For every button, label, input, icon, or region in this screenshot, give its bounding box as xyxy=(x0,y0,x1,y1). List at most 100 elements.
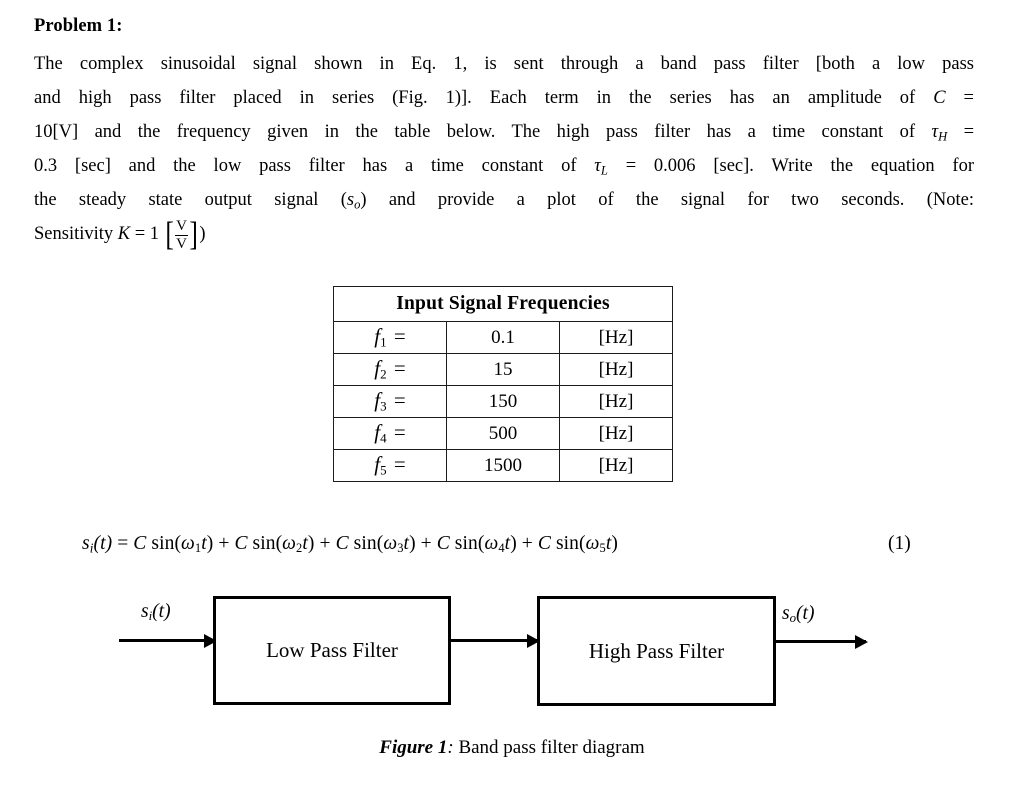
output-arrow-icon xyxy=(775,640,866,643)
problem-line-4: 0.3 [sec] and the low pass filter has a … xyxy=(34,156,974,178)
eq-term-time-var: t xyxy=(504,533,511,554)
frequency-symbol-cell: f3 = xyxy=(333,385,447,418)
eq-term-function: sin( xyxy=(449,533,485,554)
table-title: Input Signal Frequencies xyxy=(333,286,673,322)
frequency-unit-cell: [Hz] xyxy=(559,353,673,386)
table-row: f5 = 1500[Hz] xyxy=(333,449,673,482)
input-label-subscript: i xyxy=(148,609,153,624)
high-pass-filter-block: High Pass Filter xyxy=(537,596,776,706)
frequency-symbol: f3 = xyxy=(374,388,406,414)
input-signal-frequencies-table: Input Signal Frequencies f1 =0.1[Hz]f2 =… xyxy=(333,286,673,482)
frequency-value-cell: 1500 xyxy=(446,449,560,482)
frequency-unit-cell: [Hz] xyxy=(559,385,673,418)
frequency-index: 1 xyxy=(380,334,387,350)
frequency-symbol: f5 = xyxy=(374,452,406,478)
eq-lhs-subscript: i xyxy=(89,540,94,556)
figure-number-label: Figure 1 xyxy=(379,737,448,758)
equation-number: (1) xyxy=(888,533,911,554)
eq-lhs-arg: (t) xyxy=(93,533,113,554)
frequency-value-cell: 0.1 xyxy=(446,321,560,354)
fraction-numerator: V xyxy=(176,217,187,234)
eq-term-amplitude: C xyxy=(537,533,551,554)
eq-term-omega-subscript: 1 xyxy=(194,541,202,556)
fraction-denominator: V xyxy=(176,236,187,253)
frequency-index: 2 xyxy=(380,366,387,382)
band-pass-filter-diagram: si(t) Low Pass Filter High Pass Filter s… xyxy=(0,575,1024,720)
eq-plus-sign: + xyxy=(516,533,538,554)
table-row: f2 = 15[Hz] xyxy=(333,353,673,386)
symbol-tau-low: τL xyxy=(594,156,608,178)
frequency-index: 5 xyxy=(380,462,387,478)
eq-term-2: C sin(ω2t) xyxy=(234,533,314,556)
high-pass-filter-label: High Pass Filter xyxy=(588,638,725,663)
equals-sign: = xyxy=(388,420,406,445)
eq-term-omega: ω4 xyxy=(484,533,505,556)
eq-plus-sign: + xyxy=(415,533,437,554)
figure-caption-separator: : xyxy=(447,737,454,758)
table-body: f1 =0.1[Hz]f2 =15[Hz]f3 =150[Hz]f4 =500[… xyxy=(333,321,673,482)
eq-term-close-paren: ) xyxy=(611,533,618,554)
table-row: f4 =500[Hz] xyxy=(333,417,673,450)
eq-term-time-var: t xyxy=(605,533,612,554)
eq-term-amplitude: C xyxy=(234,533,248,554)
symbol-C: C xyxy=(933,88,946,108)
tau-high-subscript: H xyxy=(938,129,948,144)
frequency-symbol-cell: f5 = xyxy=(333,449,447,482)
frequency-symbol: f2 = xyxy=(374,356,406,382)
eq-equals: = xyxy=(117,533,129,554)
equals-sign: = xyxy=(388,452,406,477)
problem-line-3: 10[V] and the frequency given in the tab… xyxy=(34,122,974,144)
equals-sign: = xyxy=(388,356,406,381)
eq-term-5: C sin(ω5t) xyxy=(537,533,618,556)
equation-si-of-t: si(t) = C sin(ω1t) + C sin(ω2t) + C sin(… xyxy=(82,533,618,556)
figure-caption: Figure 1: Band pass filter diagram xyxy=(0,737,1024,759)
eq-term-close-paren: ) xyxy=(510,533,517,554)
left-bracket-glyph: [ xyxy=(165,216,174,254)
frequency-value-cell: 150 xyxy=(446,385,560,418)
input-arrow-icon xyxy=(119,639,215,642)
symbol-K: K xyxy=(117,224,131,244)
eq-term-omega: ω5 xyxy=(585,533,606,556)
low-pass-filter-label: Low Pass Filter xyxy=(266,638,398,662)
figure-caption-text: Band pass filter diagram xyxy=(453,737,645,758)
eq-lhs-s: s xyxy=(82,533,90,554)
eq-term-function: sin( xyxy=(550,533,586,554)
frequency-symbol-cell: f4 = xyxy=(333,417,447,450)
eq-term-omega-subscript: 3 xyxy=(397,541,404,556)
problem-line-1: The complex sinusoidal signal shown in E… xyxy=(34,54,974,74)
frequency-unit-cell: [Hz] xyxy=(559,449,673,482)
eq-term-time-var: t xyxy=(201,533,207,554)
right-bracket-glyph: ] xyxy=(189,216,198,254)
eq-term-function: sin( xyxy=(146,533,182,554)
eq-term-function: sin( xyxy=(247,533,283,554)
output-signal-label: so(t) xyxy=(782,603,815,626)
eq-term-omega: ω3 xyxy=(383,533,404,556)
eq-term-amplitude: C xyxy=(436,533,450,554)
eq-term-time-var: t xyxy=(302,533,308,554)
eq-plus-sign: + xyxy=(213,533,235,554)
problem-statement: The complex sinusoidal signal shown in E… xyxy=(34,47,974,252)
low-pass-filter-block: Low Pass Filter xyxy=(213,596,451,705)
frequency-unit-cell: [Hz] xyxy=(559,417,673,450)
eq-term-omega: ω2 xyxy=(282,533,303,556)
frequency-unit-cell: [Hz] xyxy=(559,321,673,354)
eq-term-amplitude: C xyxy=(133,533,147,554)
symbol-tau-high: τH xyxy=(931,122,948,144)
table-row: f1 = 0.1[Hz] xyxy=(333,321,673,354)
eq-term-function: sin( xyxy=(348,533,384,554)
eq-term-omega-subscript: 2 xyxy=(296,541,303,556)
frequency-symbol: f4 = xyxy=(374,420,406,446)
eq-term-close-paren: ) xyxy=(206,533,214,554)
eq-plus-sign: + xyxy=(314,533,336,554)
frequency-index: 3 xyxy=(380,398,387,414)
problem-line-2: and high pass filter placed in series (F… xyxy=(34,88,974,108)
frequency-symbol: f1 = xyxy=(374,324,406,350)
interstage-arrow-icon xyxy=(450,639,538,642)
frequency-value-cell: 15 xyxy=(446,353,560,386)
eq-term-4: C sin(ω4t) xyxy=(436,533,517,556)
eq-term-omega-subscript: 4 xyxy=(498,541,505,556)
equals-sign: = xyxy=(388,324,406,349)
frequency-symbol-cell: f2 = xyxy=(333,353,447,386)
